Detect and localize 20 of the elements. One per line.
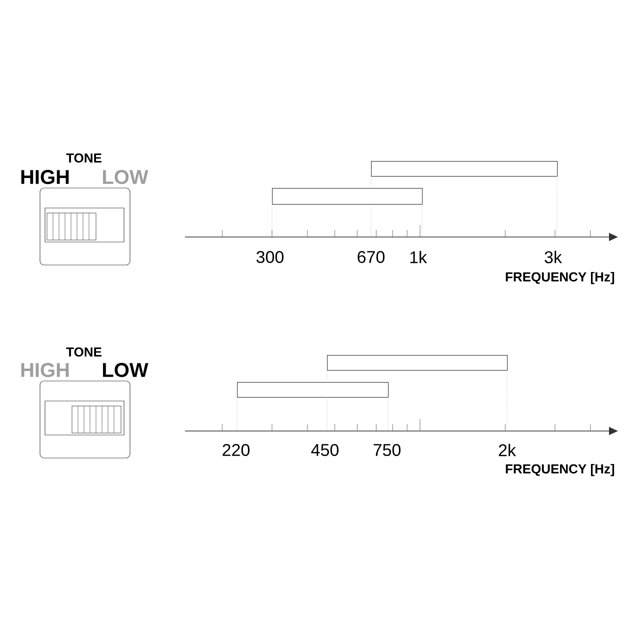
range-bar bbox=[237, 382, 389, 398]
tick-label: 300 bbox=[256, 250, 284, 264]
tick-label: 750 bbox=[374, 444, 401, 456]
tick-label: 3k bbox=[544, 250, 562, 264]
active-position-label: LOW bbox=[103, 362, 148, 378]
inactive-position-label: HIGH bbox=[21, 362, 69, 378]
axis-title: FREQUENCY [Hz] bbox=[506, 272, 614, 284]
active-position-label: HIGH bbox=[21, 170, 69, 184]
switch-title: TONE bbox=[66, 347, 102, 357]
tick-label: 220 bbox=[222, 444, 250, 456]
tick-label: 2k bbox=[498, 444, 516, 456]
range-bar bbox=[272, 188, 423, 205]
range-bar bbox=[371, 161, 558, 177]
switch-title: TONE bbox=[66, 153, 102, 163]
range-bar bbox=[327, 355, 508, 371]
tick-label: 670 bbox=[358, 250, 385, 264]
inactive-position-label: LOW bbox=[103, 170, 148, 184]
tick-label: 450 bbox=[311, 444, 339, 456]
axis-title: FREQUENCY [Hz] bbox=[506, 464, 614, 476]
tick-label: 1k bbox=[410, 250, 427, 264]
